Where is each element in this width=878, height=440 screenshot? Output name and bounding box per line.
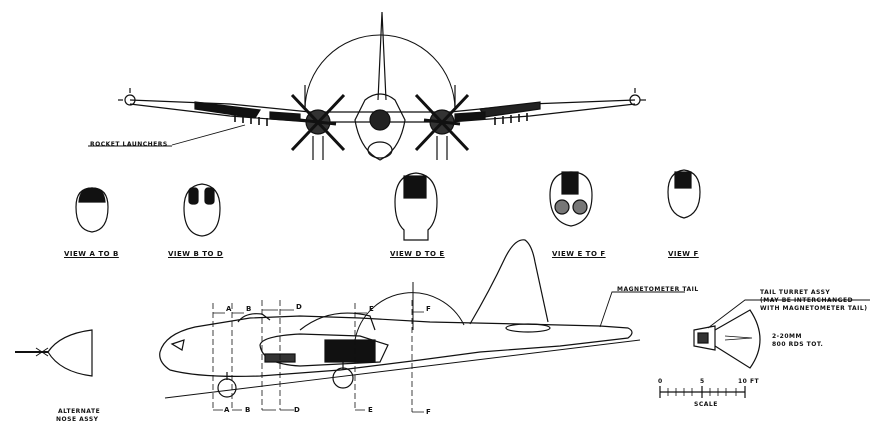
- guns-label-1: 2-20MM: [772, 333, 802, 340]
- scale-0-label: 0: [658, 378, 663, 385]
- view-f-label: VIEW F: [668, 250, 699, 258]
- tail-turret-label-3: WITH MAGNETOMETER TAIL): [760, 305, 868, 312]
- section-d-bottom: D: [294, 406, 300, 414]
- guns-label-2: 800 RDS TOT.: [772, 341, 824, 348]
- view-a-to-b-label: VIEW A TO B: [64, 250, 119, 258]
- tail-turret-label-1: TAIL TURRET ASSY: [760, 289, 831, 296]
- view-d-to-e-label: VIEW D TO E: [390, 250, 445, 258]
- scale-label: SCALE: [694, 401, 718, 408]
- tail-turret-label-2: (MAY BE INTERCHANGED: [760, 297, 854, 304]
- section-b-bottom: B: [245, 406, 251, 414]
- rocket-launchers-label: ROCKET LAUNCHERS: [90, 141, 168, 148]
- section-f-bottom: F: [426, 408, 431, 416]
- section-view-e-to-f: [549, 171, 593, 227]
- section-a-top: A: [226, 305, 232, 313]
- section-view-f: [667, 169, 701, 219]
- section-view-b-to-d: [183, 183, 221, 237]
- side-view: [159, 239, 685, 413]
- section-b-top: B: [246, 305, 252, 313]
- alt-nose-label-2: NOSE ASSY: [56, 416, 99, 423]
- front-view: [88, 11, 646, 161]
- section-e-bottom: E: [368, 406, 373, 414]
- scale-10-label: 10 FT: [738, 378, 760, 385]
- section-e-top: E: [369, 305, 374, 313]
- section-f-top: F: [426, 305, 431, 313]
- alternate-nose-assy: [15, 329, 93, 377]
- tail-turret-assy: [693, 299, 870, 369]
- view-e-to-f-label: VIEW E TO F: [552, 250, 606, 258]
- section-view-a-to-b: [75, 187, 109, 233]
- section-view-d-to-e: [394, 172, 438, 241]
- alt-nose-label-1: ALTERNATE: [58, 408, 101, 415]
- section-a-bottom: A: [224, 406, 230, 414]
- scale-5-label: 5: [700, 378, 705, 385]
- scale-bar: [659, 386, 746, 398]
- view-b-to-d-label: VIEW B TO D: [168, 250, 224, 258]
- magnetometer-tail-label: MAGNETOMETER TAIL: [617, 286, 699, 293]
- section-d-top: D: [296, 303, 302, 311]
